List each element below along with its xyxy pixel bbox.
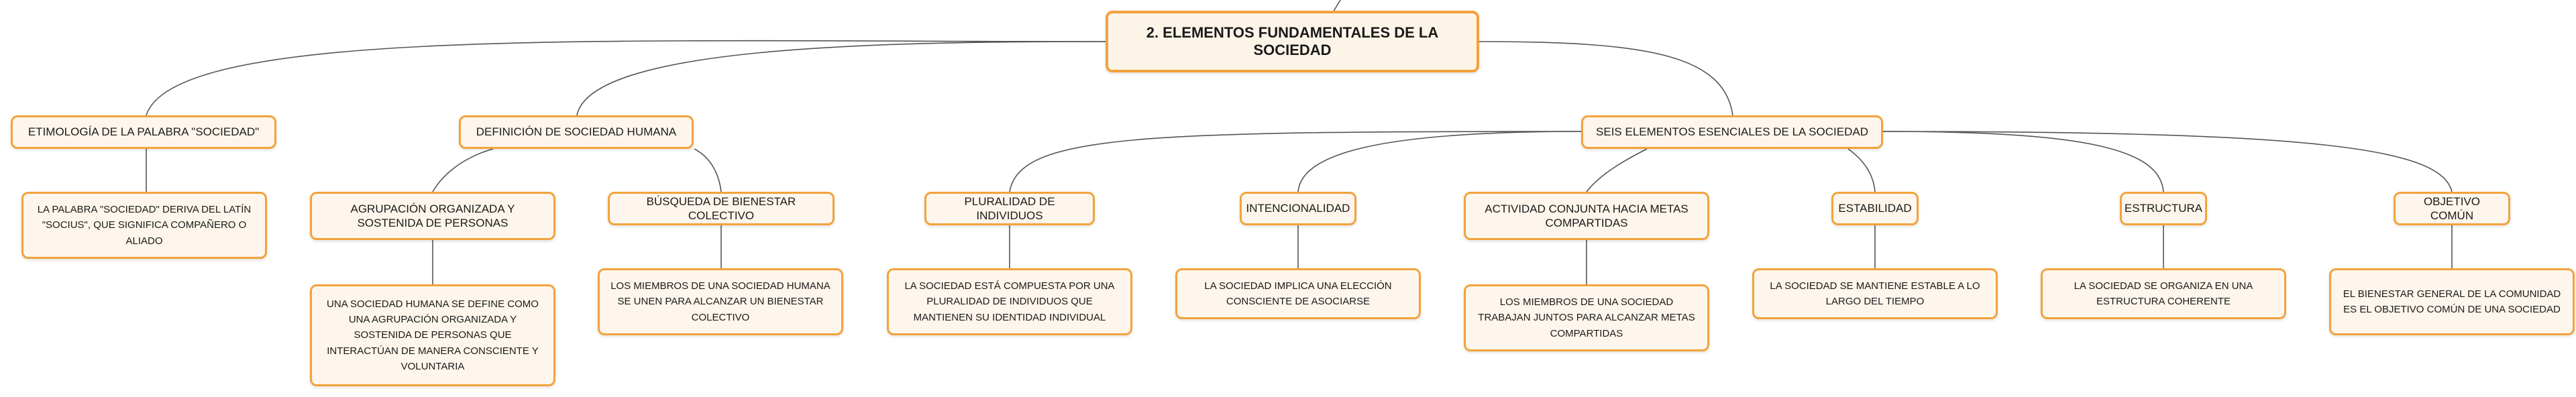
node-etimologia-label: ETIMOLOGÍA DE LA PALABRA "SOCIEDAD" bbox=[28, 125, 260, 139]
node-actividad-detail[interactable]: LOS MIEMBROS DE UNA SOCIEDAD TRABAJAN JU… bbox=[1464, 284, 1709, 351]
node-estructura-detail[interactable]: LA SOCIEDAD SE ORGANIZA EN UNA ESTRUCTUR… bbox=[2041, 268, 2286, 319]
node-actividad-label: ACTIVIDAD CONJUNTA HACIA METAS COMPARTID… bbox=[1485, 202, 1688, 229]
node-etimologia-detail-text: LA PALABRA "SOCIEDAD" DERIVA DEL LATÍN "… bbox=[37, 204, 252, 247]
edge-seis-objetivo bbox=[1881, 131, 2453, 192]
node-etimologia-detail[interactable]: LA PALABRA "SOCIEDAD" DERIVA DEL LATÍN "… bbox=[21, 192, 267, 259]
node-intencionalidad[interactable]: INTENCIONALIDAD bbox=[1240, 192, 1356, 225]
node-agrupacion-detail[interactable]: UNA SOCIEDAD HUMANA SE DEFINE COMO UNA A… bbox=[310, 284, 555, 386]
node-estabilidad-label: ESTABILIDAD bbox=[1838, 202, 1912, 215]
edge-seis-estabilidad bbox=[1847, 148, 1876, 192]
edge-seis-pluralidad bbox=[1009, 131, 1584, 192]
node-bienestar-detail-text: LOS MIEMBROS DE UNA SOCIEDAD HUMANA SE U… bbox=[610, 280, 830, 323]
node-objetivo[interactable]: OBJETIVO COMÚN bbox=[2394, 192, 2510, 225]
node-estructura-detail-text: LA SOCIEDAD SE ORGANIZA EN UNA ESTRUCTUR… bbox=[2074, 280, 2253, 307]
node-estructura-label: ESTRUCTURA bbox=[2124, 202, 2203, 215]
node-intencionalidad-detail-text: LA SOCIEDAD IMPLICA UNA ELECCIÓN CONSCIE… bbox=[1204, 280, 1392, 307]
node-estabilidad-detail[interactable]: LA SOCIEDAD SE MANTIENE ESTABLE A LO LAR… bbox=[1752, 268, 1998, 319]
node-actividad[interactable]: ACTIVIDAD CONJUNTA HACIA METAS COMPARTID… bbox=[1464, 192, 1709, 240]
node-objetivo-detail-text: EL BIENESTAR GENERAL DE LA COMUNIDAD ES … bbox=[2343, 288, 2561, 315]
node-pluralidad-detail-text: LA SOCIEDAD ESTÁ COMPUESTA POR UNA PLURA… bbox=[904, 280, 1115, 323]
node-intencionalidad-detail[interactable]: LA SOCIEDAD IMPLICA UNA ELECCIÓN CONSCIE… bbox=[1175, 268, 1421, 319]
node-objetivo-detail[interactable]: EL BIENESTAR GENERAL DE LA COMUNIDAD ES … bbox=[2329, 268, 2575, 335]
node-bienestar-label: BÚSQUEDA DE BIENESTAR COLECTIVO bbox=[646, 194, 796, 222]
node-objetivo-label: OBJETIVO COMÚN bbox=[2423, 194, 2481, 222]
edge-seis-estructura bbox=[1881, 131, 2164, 192]
root-node[interactable]: 2. ELEMENTOS FUNDAMENTALES DE LA SOCIEDA… bbox=[1106, 11, 1479, 72]
node-bienestar-detail[interactable]: LOS MIEMBROS DE UNA SOCIEDAD HUMANA SE U… bbox=[598, 268, 843, 335]
node-definicion[interactable]: DEFINICIÓN DE SOCIEDAD HUMANA bbox=[459, 115, 694, 149]
node-agrupacion-detail-text: UNA SOCIEDAD HUMANA SE DEFINE COMO UNA A… bbox=[327, 298, 539, 372]
node-agrupacion[interactable]: AGRUPACIÓN ORGANIZADA Y SOSTENIDA DE PER… bbox=[310, 192, 555, 240]
node-pluralidad-label: PLURALIDAD DE INDIVIDUOS bbox=[964, 194, 1055, 222]
node-etimologia[interactable]: ETIMOLOGÍA DE LA PALABRA "SOCIEDAD" bbox=[11, 115, 276, 149]
node-estabilidad[interactable]: ESTABILIDAD bbox=[1831, 192, 1919, 225]
node-actividad-detail-text: LOS MIEMBROS DE UNA SOCIEDAD TRABAJAN JU… bbox=[1478, 296, 1695, 339]
node-intencionalidad-label: INTENCIONALIDAD bbox=[1246, 202, 1350, 215]
edge-definicion-agrupacion bbox=[432, 148, 494, 192]
edge-root-definicion bbox=[576, 41, 1106, 116]
edge-seis-actividad bbox=[1586, 148, 1648, 192]
node-bienestar[interactable]: BÚSQUEDA DE BIENESTAR COLECTIVO bbox=[608, 192, 835, 225]
node-pluralidad[interactable]: PLURALIDAD DE INDIVIDUOS bbox=[924, 192, 1095, 225]
node-estructura[interactable]: ESTRUCTURA bbox=[2120, 192, 2207, 225]
root-label: 2. ELEMENTOS FUNDAMENTALES DE LA SOCIEDA… bbox=[1146, 24, 1439, 58]
node-seis-elementos-label: SEIS ELEMENTOS ESENCIALES DE LA SOCIEDAD bbox=[1596, 125, 1868, 139]
node-pluralidad-detail[interactable]: LA SOCIEDAD ESTÁ COMPUESTA POR UNA PLURA… bbox=[887, 268, 1132, 335]
node-seis-elementos[interactable]: SEIS ELEMENTOS ESENCIALES DE LA SOCIEDAD bbox=[1581, 115, 1883, 149]
edge-root-etimologia bbox=[146, 40, 1106, 116]
node-estabilidad-detail-text: LA SOCIEDAD SE MANTIENE ESTABLE A LO LAR… bbox=[1770, 280, 1980, 307]
edge-seis-intencionalidad bbox=[1297, 131, 1584, 192]
edge-root-seis bbox=[1479, 41, 1733, 116]
edge-definicion-bienestar bbox=[694, 148, 722, 192]
node-agrupacion-label: AGRUPACIÓN ORGANIZADA Y SOSTENIDA DE PER… bbox=[350, 202, 515, 229]
node-definicion-label: DEFINICIÓN DE SOCIEDAD HUMANA bbox=[476, 125, 677, 139]
